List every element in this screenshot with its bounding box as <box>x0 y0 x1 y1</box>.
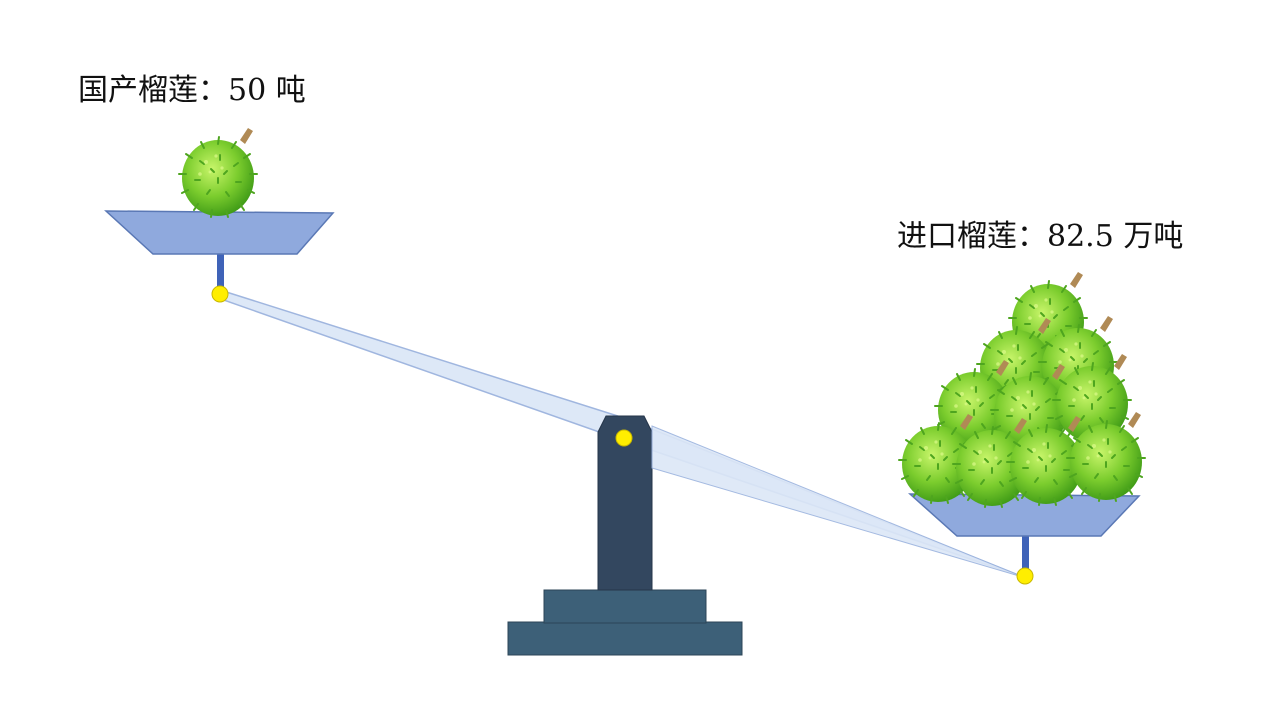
domestic-durian-label: 国产榴莲：50 吨 <box>78 76 306 106</box>
right-joint <box>1017 568 1033 584</box>
left-joint <box>212 286 228 302</box>
scale-base-bottom <box>508 622 742 655</box>
imported-durian-label: 进口榴莲：82.5 万吨 <box>897 222 1183 252</box>
scale-base-top <box>544 590 706 623</box>
fulcrum-pivot <box>616 430 632 446</box>
left-pan <box>106 211 333 254</box>
domestic-durian <box>179 128 257 217</box>
imported-durian-pile <box>899 272 1145 507</box>
left-hanger-rod <box>217 253 224 291</box>
